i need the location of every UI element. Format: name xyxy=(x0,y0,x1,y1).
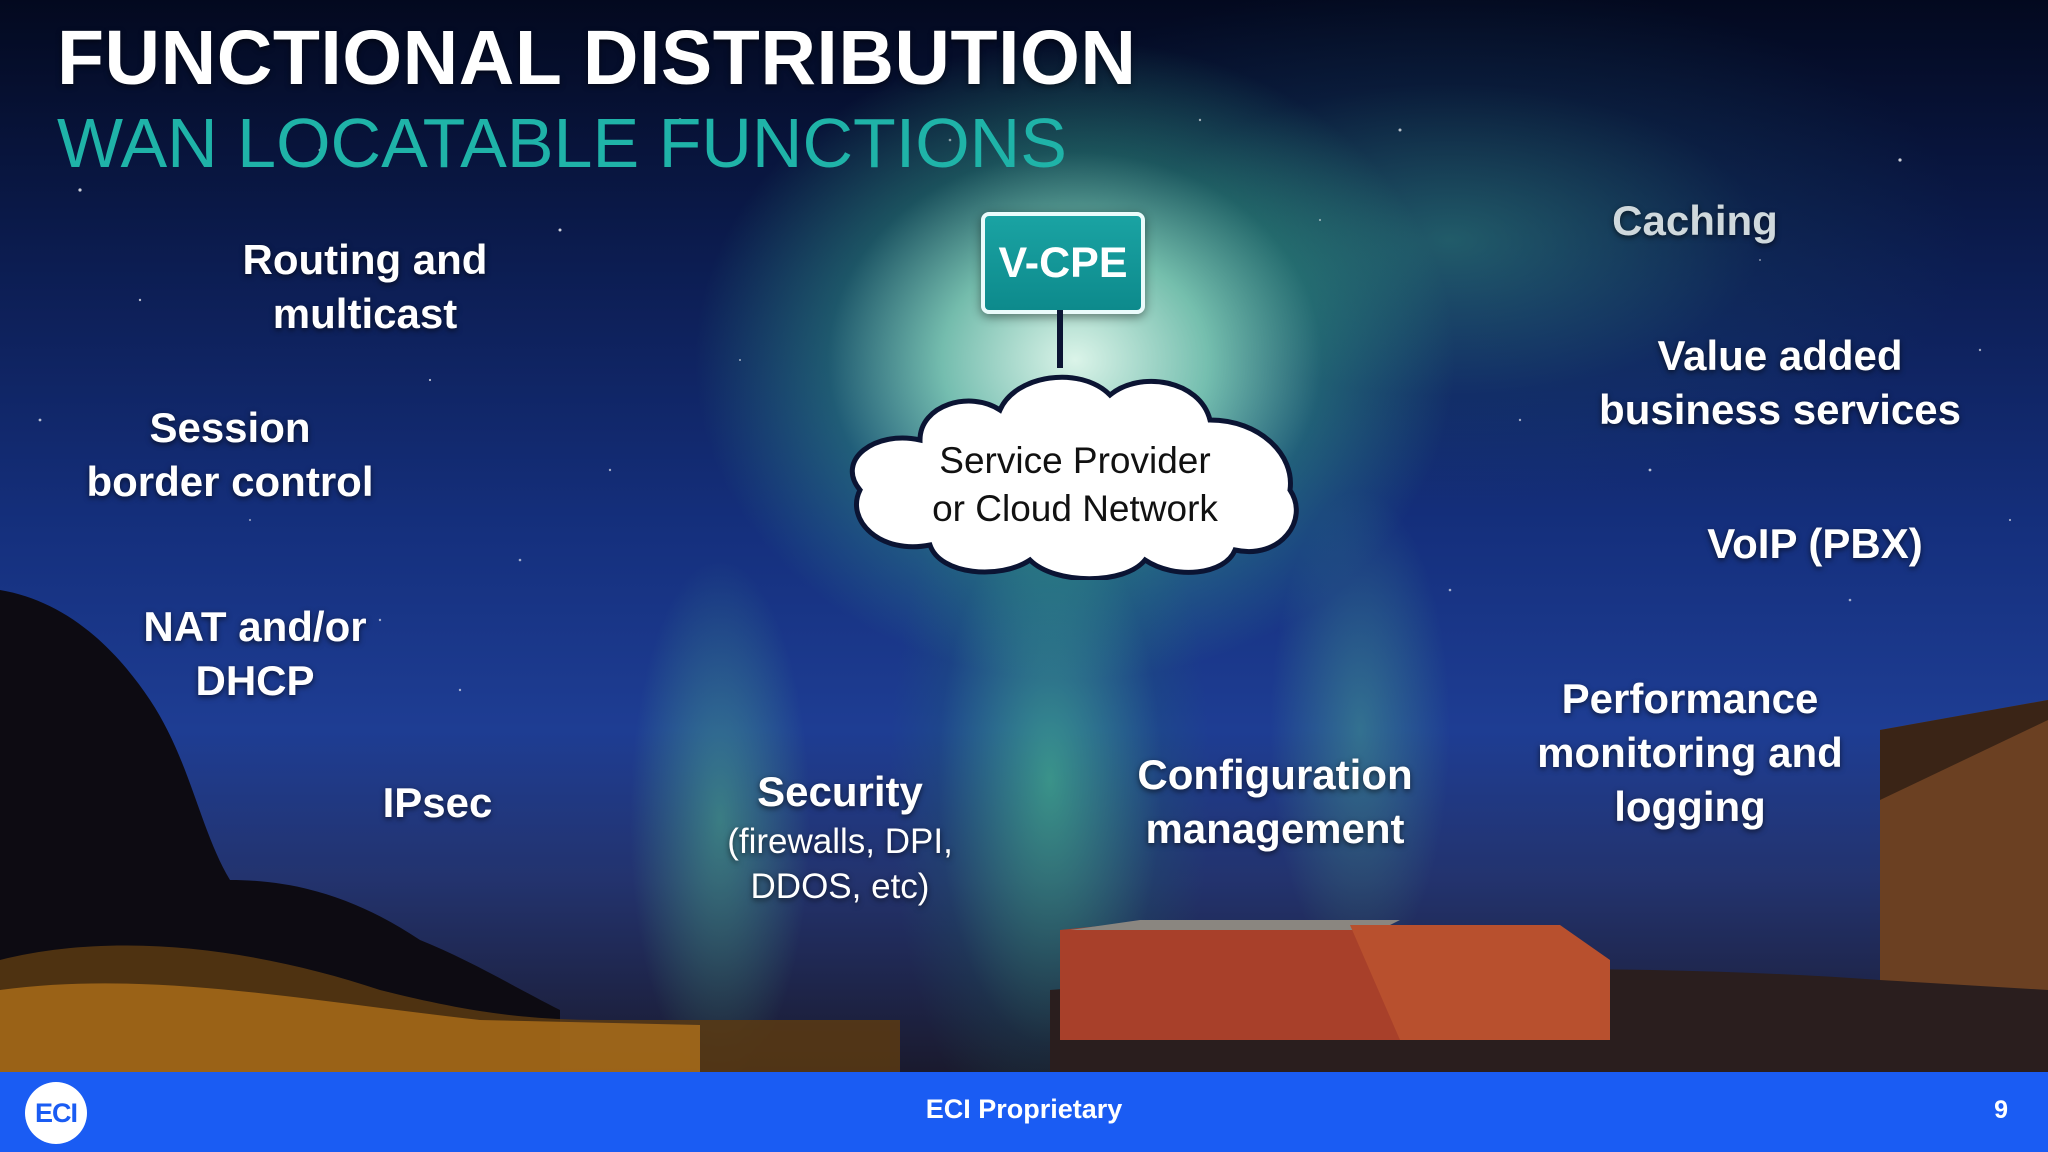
function-line: business services xyxy=(1599,386,1961,433)
function-routing-multicast: Routing and multicast xyxy=(190,233,540,341)
slide-title: FUNCTIONAL DISTRIBUTION xyxy=(57,15,1137,101)
function-line: management xyxy=(1145,805,1405,852)
function-line: Configuration xyxy=(1137,751,1413,798)
function-line: multicast xyxy=(272,290,458,337)
function-line: Session xyxy=(149,404,311,451)
function-performance-monitoring: Performance monitoring and logging xyxy=(1500,672,1880,834)
slide-canvas: FUNCTIONAL DISTRIBUTION WAN LOCATABLE FU… xyxy=(0,0,2048,1072)
function-line: logging xyxy=(1614,783,1766,830)
vcpe-connector-line xyxy=(1057,310,1063,368)
vcpe-box: V-CPE xyxy=(981,212,1145,314)
cloud-icon xyxy=(850,374,1299,580)
eci-logo: ECI xyxy=(25,1082,87,1144)
function-line: Value added xyxy=(1657,332,1903,379)
function-configuration-management: Configuration management xyxy=(1110,748,1440,856)
function-detail: DDOS, etc) xyxy=(750,867,930,906)
function-title: Security xyxy=(757,768,923,815)
page-number: 9 xyxy=(1994,1096,2008,1124)
function-value-added-services: Value added business services xyxy=(1570,329,1990,437)
function-caching: Caching xyxy=(1612,197,1778,244)
cloud-label-line: Service Provider xyxy=(939,440,1211,481)
function-line: DHCP xyxy=(195,657,315,704)
function-detail: (firewalls, DPI, xyxy=(727,822,953,861)
function-line: Routing and xyxy=(242,236,488,283)
footer-bar: ECI ECI Proprietary 9 xyxy=(0,1072,2048,1152)
footer-proprietary-label: ECI Proprietary xyxy=(925,1094,1123,1124)
function-session-border-control: Session border control xyxy=(60,401,400,509)
cloud-label: Service Provider or Cloud Network xyxy=(890,437,1260,533)
function-line: Performance xyxy=(1561,675,1819,722)
function-nat-dhcp: NAT and/or DHCP xyxy=(110,600,400,708)
slide-subtitle: WAN LOCATABLE FUNCTIONS xyxy=(57,104,1067,182)
function-ipsec: IPsec xyxy=(382,779,493,826)
function-line: monitoring and xyxy=(1537,729,1843,776)
function-security: Security (firewalls, DPI, DDOS, etc) xyxy=(690,765,990,909)
function-voip-pbx: VoIP (PBX) xyxy=(1707,520,1923,567)
cloud-label-line: or Cloud Network xyxy=(932,488,1218,529)
function-line: NAT and/or xyxy=(143,603,367,650)
function-line: border control xyxy=(86,458,374,505)
